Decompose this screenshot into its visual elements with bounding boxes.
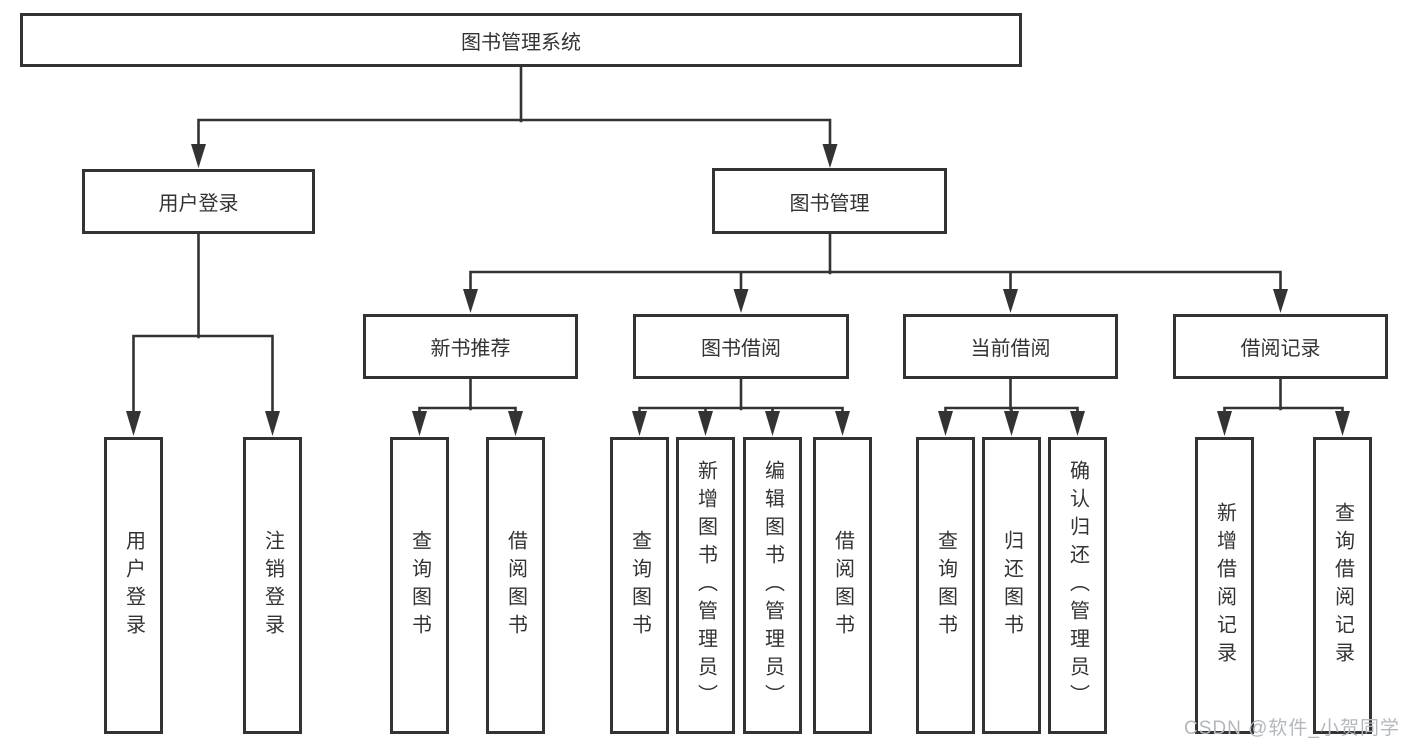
leaf-br-add-record: 新增借阅记录 — [1195, 437, 1254, 734]
connector-bookmgmt-to-level3 — [469, 232, 1282, 293]
leaf-logout: 注销登录 — [243, 437, 302, 734]
leaf-cb-return-books: 归还图书 — [982, 437, 1041, 734]
arrowhead-bb-add — [698, 411, 713, 436]
connector-records-to-leaves — [1223, 377, 1344, 416]
leaf-rec-borrow-books: 借阅图书 — [486, 437, 545, 734]
arrowhead-new-book-recommend — [463, 289, 478, 313]
node-book-management: 图书管理 — [712, 168, 947, 234]
arrowhead-current-borrow — [1003, 289, 1018, 313]
node-book-management-label: 图书管理 — [789, 192, 870, 215]
leaf-cb-query-books-label: 查询图书 — [934, 529, 957, 642]
node-current-borrow: 当前借阅 — [903, 314, 1118, 379]
leaf-bb-borrow-books: 借阅图书 — [813, 437, 872, 734]
node-user-login-label: 用户登录 — [158, 193, 239, 215]
arrowhead-user-login — [191, 144, 206, 168]
leaf-rec-query-books: 查询图书 — [390, 437, 449, 734]
leaf-br-query-record: 查询借阅记录 — [1313, 437, 1372, 734]
node-new-book-recommend-label: 新书推荐 — [430, 338, 511, 360]
leaf-user-login-label: 用户登录 — [122, 529, 145, 642]
node-root: 图书管理系统 — [20, 13, 1022, 67]
arrowhead-leaf-login — [126, 411, 141, 436]
arrowhead-cb-return — [1004, 411, 1019, 436]
node-root-label: 图书管理系统 — [461, 31, 581, 54]
leaf-rec-borrow-books-label: 借阅图书 — [504, 529, 527, 642]
connector-recommend-to-leaves — [418, 377, 517, 416]
node-borrow-records-label: 借阅记录 — [1240, 338, 1321, 360]
leaf-cb-query-books: 查询图书 — [916, 437, 975, 734]
arrowhead-br-query — [1335, 411, 1350, 436]
arrowhead-cb-confirm — [1070, 411, 1085, 436]
arrowhead-rec-query — [412, 411, 427, 436]
arrowhead-bb-borrow — [835, 411, 850, 436]
leaf-bb-add-books-admin: 新增图书（管理员） — [676, 437, 735, 734]
arrowhead-bb-edit — [765, 411, 780, 436]
leaf-bb-edit-books-admin-label: 编辑图书（管理员） — [761, 459, 784, 712]
leaf-cb-confirm-return-admin: 确认归还（管理员） — [1048, 437, 1107, 734]
arrowhead-rec-borrow — [508, 411, 523, 436]
node-current-borrow-label: 当前借阅 — [970, 338, 1051, 360]
node-new-book-recommend: 新书推荐 — [363, 314, 578, 379]
arrowhead-borrow-records — [1273, 289, 1288, 313]
leaf-bb-edit-books-admin: 编辑图书（管理员） — [743, 437, 802, 734]
leaf-bb-borrow-books-label: 借阅图书 — [831, 529, 854, 642]
leaf-bb-query-books: 查询图书 — [610, 437, 669, 734]
leaf-cb-return-books-label: 归还图书 — [1000, 529, 1023, 642]
connector-root-to-level2 — [197, 65, 832, 148]
arrowhead-leaf-logout — [265, 411, 280, 436]
node-borrow-records: 借阅记录 — [1173, 314, 1388, 379]
node-user-login: 用户登录 — [82, 169, 315, 234]
node-book-borrow-label: 图书借阅 — [701, 338, 781, 360]
leaf-bb-add-books-admin-label: 新增图书（管理员） — [694, 459, 717, 712]
node-book-borrow: 图书借阅 — [633, 314, 849, 379]
leaf-logout-label: 注销登录 — [261, 529, 284, 642]
leaf-bb-query-books-label: 查询图书 — [628, 529, 651, 642]
leaf-br-query-record-label: 查询借阅记录 — [1331, 501, 1354, 670]
connector-bookborrow-to-leaves — [638, 377, 844, 416]
connector-userlogin-to-leaves — [132, 232, 274, 415]
arrowhead-book-management — [822, 144, 838, 168]
leaf-rec-query-books-label: 查询图书 — [408, 529, 431, 642]
arrowhead-br-add — [1217, 411, 1232, 436]
connector-currentborrow-to-leaves — [944, 377, 1079, 416]
arrowhead-book-borrow — [733, 289, 749, 313]
leaf-user-login: 用户登录 — [104, 437, 163, 734]
leaf-br-add-record-label: 新增借阅记录 — [1213, 501, 1236, 670]
leaf-cb-confirm-return-admin-label: 确认归还（管理员） — [1066, 459, 1089, 712]
watermark: CSDN @软件_小贺同学 — [1184, 718, 1400, 739]
arrowhead-cb-query — [938, 411, 953, 436]
arrowhead-bb-query — [632, 411, 647, 436]
